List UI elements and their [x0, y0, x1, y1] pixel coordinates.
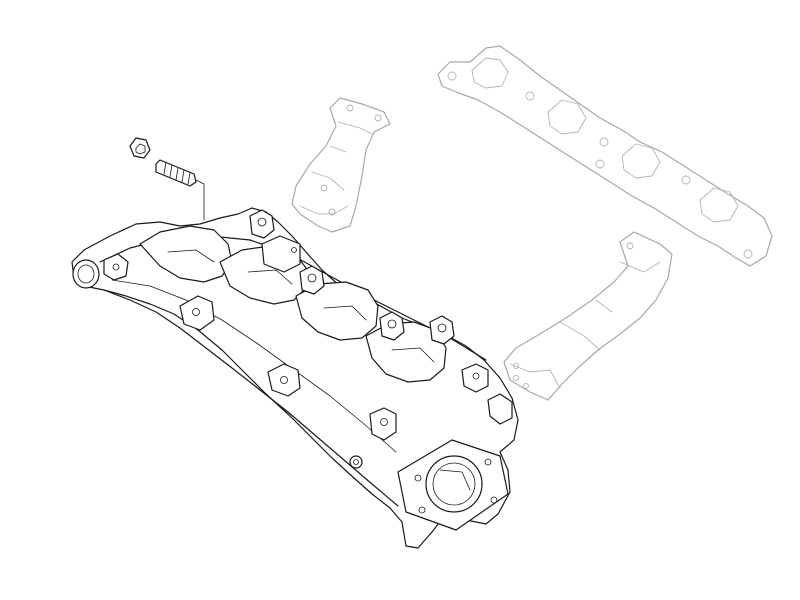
support-bracket-lower [503, 231, 673, 401]
stud [155, 159, 205, 221]
nut [129, 137, 151, 159]
support-bracket-upper [291, 97, 391, 233]
intake-manifold [71, 207, 519, 549]
manifold-gasket [437, 45, 773, 267]
